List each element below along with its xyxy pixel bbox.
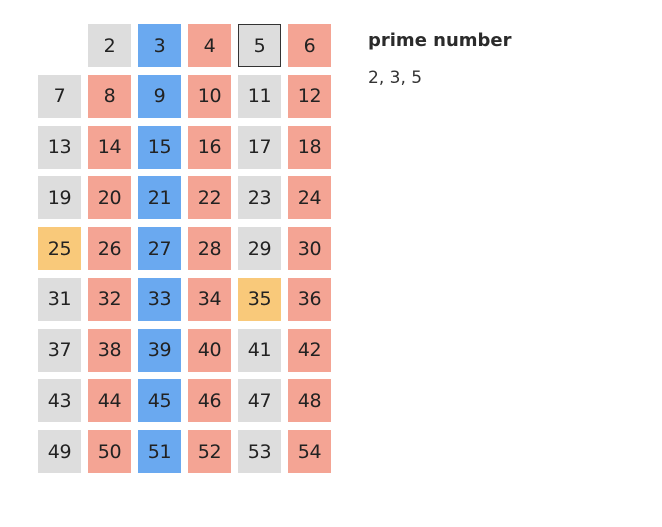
number-cell-53[interactable]: 53 xyxy=(238,430,281,473)
number-cell-46[interactable]: 46 xyxy=(188,379,231,423)
number-cell-47[interactable]: 47 xyxy=(238,379,281,423)
number-cell-54[interactable]: 54 xyxy=(288,430,331,473)
number-cell-51[interactable]: 51 xyxy=(138,430,181,473)
number-cell-3[interactable]: 3 xyxy=(138,24,181,67)
number-cell-22[interactable]: 22 xyxy=(188,176,231,220)
number-cell-13[interactable]: 13 xyxy=(38,125,81,169)
number-cell-10[interactable]: 10 xyxy=(188,74,231,118)
number-cell-11[interactable]: 11 xyxy=(238,74,281,118)
number-cell-40[interactable]: 40 xyxy=(188,328,231,372)
number-cell-48[interactable]: 48 xyxy=(288,379,331,423)
number-cell-27[interactable]: 27 xyxy=(138,227,181,270)
number-cell-8[interactable]: 8 xyxy=(88,74,131,118)
number-cell-44[interactable]: 44 xyxy=(88,379,131,423)
empty-cell xyxy=(38,24,81,67)
number-cell-7[interactable]: 7 xyxy=(38,74,81,118)
number-cell-50[interactable]: 50 xyxy=(88,430,131,473)
number-cell-33[interactable]: 33 xyxy=(138,277,181,321)
number-cell-24[interactable]: 24 xyxy=(288,176,331,220)
number-cell-9[interactable]: 9 xyxy=(138,74,181,118)
number-cell-28[interactable]: 28 xyxy=(188,227,231,270)
number-cell-14[interactable]: 14 xyxy=(88,125,131,169)
number-cell-49[interactable]: 49 xyxy=(38,430,81,473)
number-cell-42[interactable]: 42 xyxy=(288,328,331,372)
number-cell-26[interactable]: 26 xyxy=(88,227,131,270)
number-cell-23[interactable]: 23 xyxy=(238,176,281,220)
number-cell-25[interactable]: 25 xyxy=(38,227,81,270)
number-cell-43[interactable]: 43 xyxy=(38,379,81,423)
number-cell-18[interactable]: 18 xyxy=(288,125,331,169)
number-cell-6[interactable]: 6 xyxy=(288,24,331,67)
info-title: prime number xyxy=(368,30,512,51)
number-cell-4[interactable]: 4 xyxy=(188,24,231,67)
number-cell-52[interactable]: 52 xyxy=(188,430,231,473)
number-cell-19[interactable]: 19 xyxy=(38,176,81,220)
number-cell-31[interactable]: 31 xyxy=(38,277,81,321)
number-cell-38[interactable]: 38 xyxy=(88,328,131,372)
number-cell-12[interactable]: 12 xyxy=(288,74,331,118)
number-cell-5[interactable]: 5 xyxy=(238,24,281,67)
number-cell-21[interactable]: 21 xyxy=(138,176,181,220)
number-cell-29[interactable]: 29 xyxy=(238,227,281,270)
number-cell-45[interactable]: 45 xyxy=(138,379,181,423)
number-cell-32[interactable]: 32 xyxy=(88,277,131,321)
number-cell-16[interactable]: 16 xyxy=(188,125,231,169)
info-panel: prime number 2, 3, 5 xyxy=(368,30,512,88)
number-cell-17[interactable]: 17 xyxy=(238,125,281,169)
number-cell-37[interactable]: 37 xyxy=(38,328,81,372)
prime-list: 2, 3, 5 xyxy=(368,68,423,88)
number-cell-2[interactable]: 2 xyxy=(88,24,131,67)
number-cell-30[interactable]: 30 xyxy=(288,227,331,270)
number-cell-39[interactable]: 39 xyxy=(138,328,181,372)
number-cell-20[interactable]: 20 xyxy=(88,176,131,220)
number-cell-34[interactable]: 34 xyxy=(188,277,231,321)
number-cell-35[interactable]: 35 xyxy=(238,277,281,321)
number-cell-41[interactable]: 41 xyxy=(238,328,281,372)
number-cell-15[interactable]: 15 xyxy=(138,125,181,169)
number-cell-36[interactable]: 36 xyxy=(288,277,331,321)
